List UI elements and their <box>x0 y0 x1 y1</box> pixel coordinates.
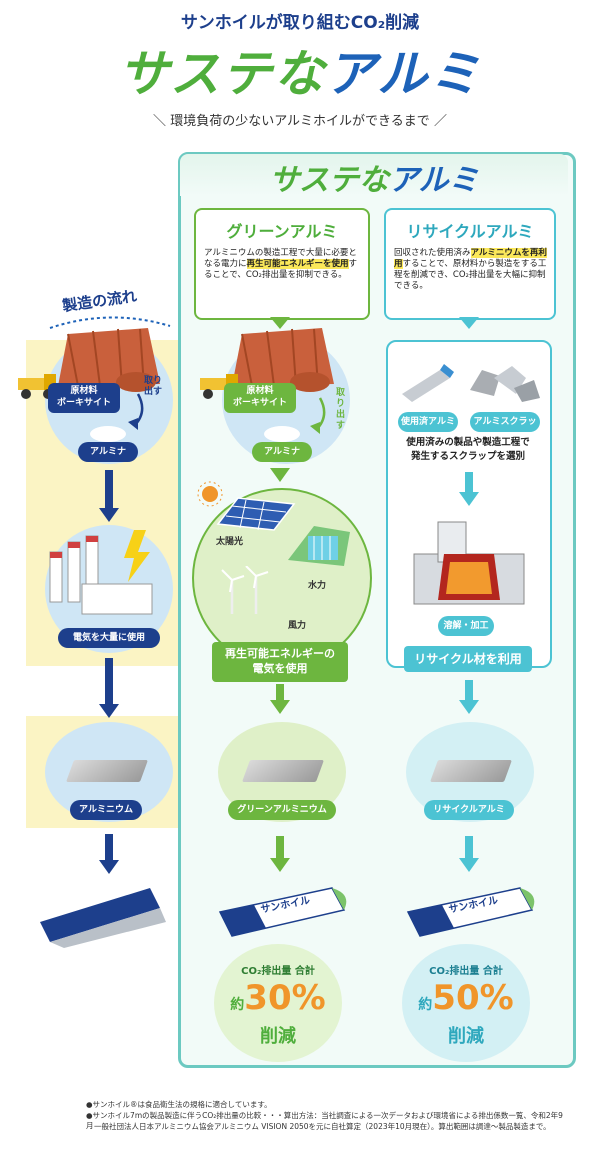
header-kicker: サンホイルが取り組むCO₂削減 <box>180 13 420 33</box>
recycle-percent-row: 約50% <box>402 978 530 1018</box>
recycle-co2-label: CO₂排出量 合計 <box>429 966 503 977</box>
green-percent-row: 約30% <box>214 978 342 1018</box>
recycle-desc: 回収された使用済みアルミニウムを再利用することで、原材料から製造をする工程を削減… <box>394 248 548 292</box>
wind-turbine-icon <box>221 566 269 614</box>
left-arrow-head-1 <box>99 508 119 522</box>
green-co2-label: CO₂排出量 合計 <box>241 966 315 977</box>
alumina-powder-icon <box>90 426 126 442</box>
footnote-2: ●サンホイル7mの製品製造に伴うCO₂排出量の比較・・・算出方法：当社調査による… <box>86 1111 563 1130</box>
recycle-title: リサイクルアルミ <box>406 222 534 241</box>
recycle-banner: リサイクル材を利用 <box>404 646 532 672</box>
recycle-arrow-head-2 <box>459 700 479 714</box>
foil-roll-illustration <box>40 888 166 948</box>
footnote-3: 一般社団法人日本アルミニウム協会アルミニウム VISION 2050を元に自社算… <box>94 1122 551 1131</box>
left-arrow-shaft-3 <box>105 834 113 862</box>
green-arrow-head-3 <box>270 858 290 872</box>
green-arrow-head-2 <box>270 700 290 714</box>
green-approx: 約 <box>230 997 245 1013</box>
header-logo: サステなアルミ <box>0 34 600 106</box>
recycle-reduce: 削減 <box>448 1026 484 1047</box>
recycle-arrow-head-1 <box>459 492 479 506</box>
used-aluminium-icon <box>402 364 454 402</box>
green-title: グリーンアルミ <box>226 222 338 241</box>
logo-part2: アルミ <box>325 45 482 103</box>
melt-label: 溶解・加工 <box>438 616 494 636</box>
header-subtitle: 環境負荷の少ないアルミホイルができるまで <box>170 114 430 129</box>
recycle-desc-2: することで、原材料から製造をする工程を削減でき、CO₂排出量を大幅に抑制できる。 <box>394 259 547 291</box>
green-desc-1: アルミニウムの製造工程で大量に必要となる電力に <box>204 248 357 269</box>
aluminium-scrap-icon <box>470 366 540 402</box>
recycle-arrow-shaft-2 <box>465 680 473 702</box>
aluminium-label: アルミニウム <box>70 800 142 820</box>
flow-title-underline <box>49 316 171 329</box>
panel-logo-part1: サステな <box>269 163 389 198</box>
factory-illustration <box>49 530 153 615</box>
recycle-approx: 約 <box>418 997 433 1013</box>
green-arrow-shaft-3 <box>276 836 284 860</box>
recycle-arrow-shaft-3 <box>465 836 473 860</box>
hydro-dam-icon <box>288 526 350 566</box>
green-desc-highlight: 再生可能エネルギーを使用 <box>246 259 349 269</box>
scrap-label: アルミスクラップ <box>470 412 540 447</box>
hydro-label: 水力 <box>308 581 327 591</box>
green-alumina-label: アルミナ <box>252 442 312 462</box>
ingot-left <box>65 760 149 782</box>
solar-panel-icon <box>216 497 296 531</box>
alumina-label: アルミナ <box>78 442 138 462</box>
green-arrow-head-1 <box>270 468 290 482</box>
ingot-recycle <box>429 760 513 782</box>
header-subtitle-row: ＼ 環境負荷の少ないアルミホイルができるまで ／ <box>0 110 600 129</box>
panel-logo: サステなアルミ <box>180 155 568 199</box>
recycle-select-text: 使用済みの製品や製造工程で 発生するスクラップを選別 <box>406 437 530 462</box>
left-arrow-head-3 <box>99 860 119 874</box>
sun-icon <box>197 481 223 507</box>
recycle-foil-box-illustration <box>406 887 535 937</box>
extract-label: 取り出す <box>144 376 163 397</box>
recycle-arrow-shaft-1 <box>465 472 473 494</box>
recycle-desc-1: 回収された使用済み <box>394 248 471 258</box>
green-reduce: 削減 <box>260 1026 296 1047</box>
left-arrow-head-2 <box>99 704 119 718</box>
melting-furnace-illustration <box>413 521 525 605</box>
extract-arrow-icon <box>128 393 144 430</box>
green-foil-box-illustration <box>218 887 347 937</box>
left-arrow-shaft-2 <box>105 658 113 706</box>
green-extract-arrow-icon <box>310 397 326 434</box>
green-alumina-powder-icon <box>264 426 300 442</box>
recycle-product-label: リサイクルアルミ <box>424 800 514 820</box>
green-product-label: グリーンアルミニウム <box>228 800 336 820</box>
green-banner: 再生可能エネルギーの 電気を使用 <box>212 642 348 682</box>
green-percent: 30% <box>244 978 326 1018</box>
wind-label: 風力 <box>288 621 307 631</box>
green-extract-label: 取り出す <box>336 388 346 431</box>
green-result-circle <box>214 944 342 1062</box>
recycle-arrow-head-3 <box>459 858 479 872</box>
recycle-percent: 50% <box>432 978 514 1018</box>
slash-left: ＼ <box>153 114 171 129</box>
green-desc-2: することで、CO₂排出量を抑制できる。 <box>204 259 358 280</box>
logo-part1: サステな <box>118 45 326 103</box>
green-arrow-shaft-2 <box>276 684 284 702</box>
solar-label: 太陽光 <box>216 537 244 547</box>
panel-logo-part2: アルミ <box>388 163 479 198</box>
green-desc: アルミニウムの製造工程で大量に必要となる電力に再生可能エネルギーを使用することで… <box>204 248 362 281</box>
recycle-box <box>384 208 556 320</box>
green-bauxite-rock-illustration <box>232 328 334 392</box>
bauxite-rock-illustration <box>58 328 160 392</box>
recycle-result-circle <box>402 944 530 1062</box>
ingot-green <box>241 760 325 782</box>
recycle-arrow-head-0 <box>459 317 479 329</box>
slash-right: ／ <box>429 114 447 129</box>
footnote-1: ●サンホイル®は食品衛生法の規格に適合しています。 <box>86 1100 272 1109</box>
green-arrow-head-0 <box>270 317 290 329</box>
left-arrow-shaft-1 <box>105 470 113 510</box>
used-aluminium-label: 使用済アルミ <box>398 412 458 432</box>
green-raw-material-label: 原材料 ボーキサイト <box>224 383 296 413</box>
raw-material-label: 原材料 ボーキサイト <box>48 383 120 413</box>
sustainable-panel-head <box>180 154 568 196</box>
electricity-label: 電気を大量に使用 <box>58 628 160 648</box>
